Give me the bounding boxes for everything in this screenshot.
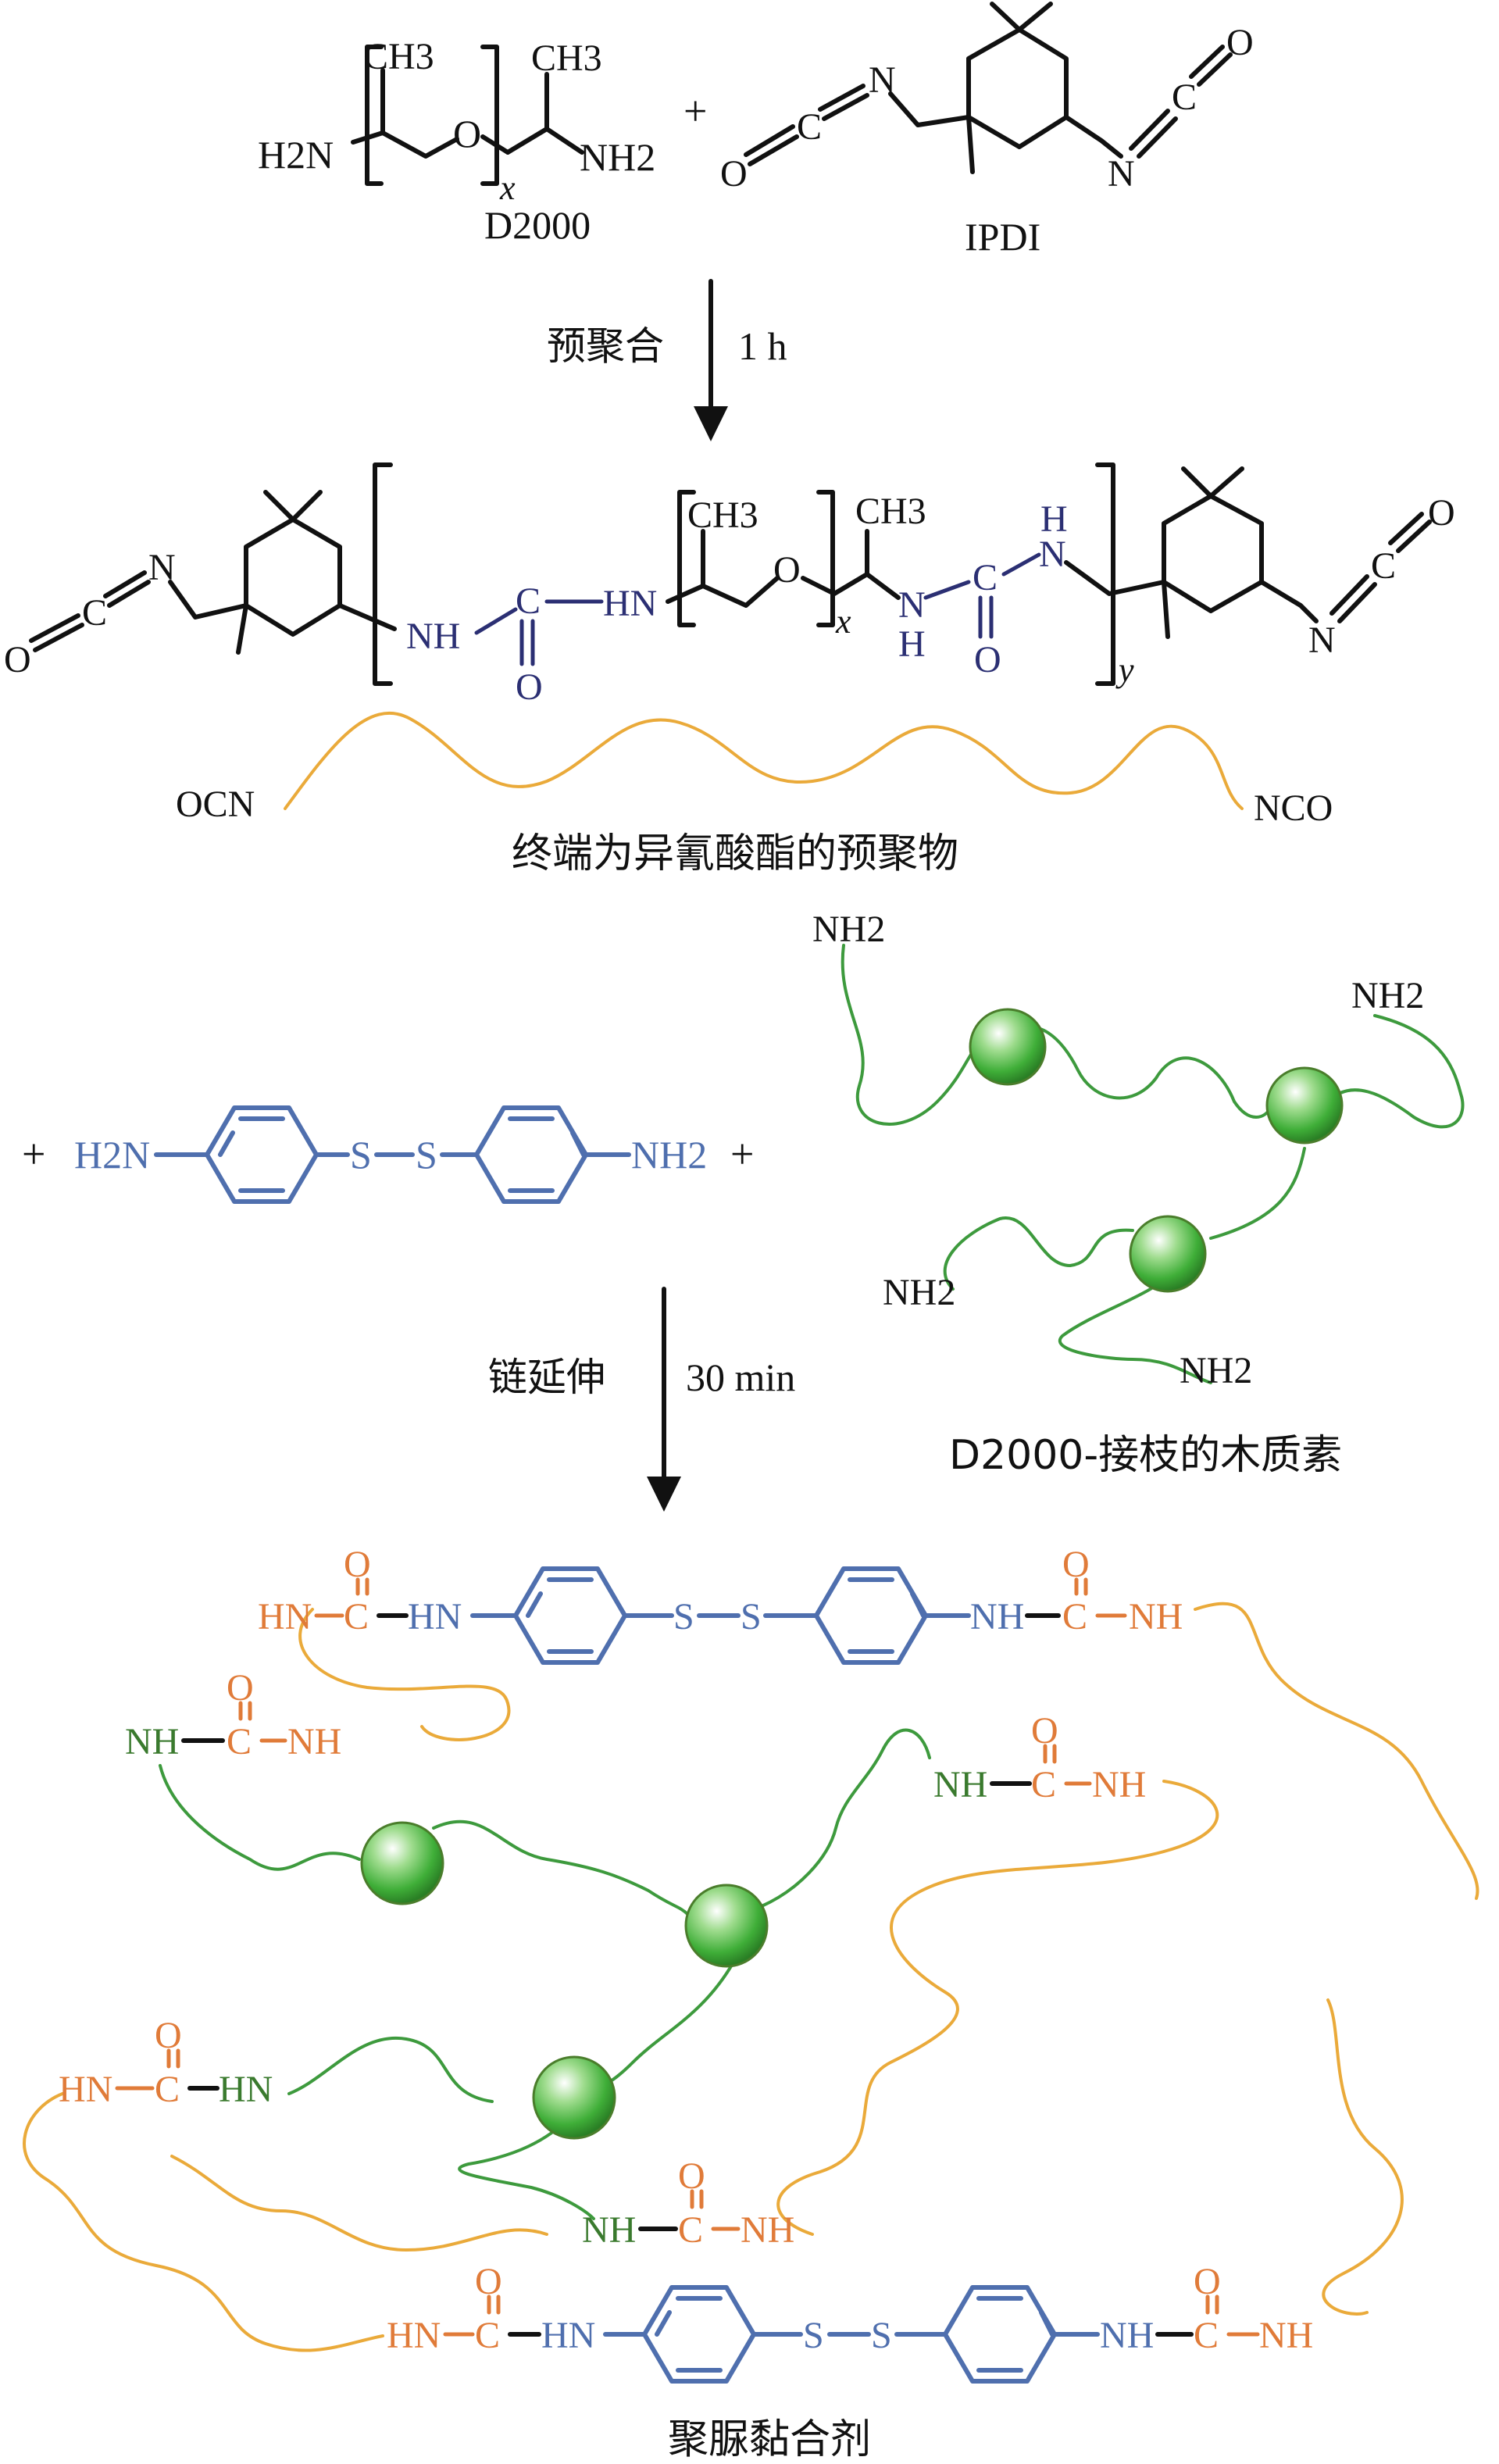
ocn-label: OCN [176, 784, 255, 825]
pp-c-2: C [973, 557, 998, 598]
pr-bot-nh-2: NH [1259, 2315, 1313, 2356]
ipdi-o-right: O [1226, 22, 1254, 63]
pp-c-left: C [82, 592, 107, 634]
ch3-label-1: CH3 [363, 36, 434, 77]
pr-u3-hn: HN [59, 2069, 112, 2110]
ad-s-1: S [350, 1133, 372, 1177]
prepolymer-cartoon: OCN NCO 终端为异氰酸酯的预聚物 [176, 712, 1333, 877]
pr-top-c-2: C [1062, 1596, 1087, 1637]
pr-top-nh-1: NH [970, 1596, 1024, 1637]
grafted-caption: D2000-接枝的木质素 [949, 1432, 1342, 1479]
h2n-label: H2N [258, 133, 334, 177]
pr-u3-o: O [155, 2015, 182, 2056]
gl-nh2-2: NH2 [1351, 975, 1424, 1016]
pr-bot-hn-2: HN [541, 2315, 595, 2356]
pr-u1-o: O [227, 1667, 254, 1709]
pr-bot-nh-1: NH [1100, 2315, 1154, 2356]
plus-sign-1: + [683, 87, 707, 134]
ad-h2n: H2N [74, 1133, 150, 1177]
aromatic-disulfide-diamine: H2N S S NH2 [74, 1105, 707, 1204]
gl-nh2-4: NH2 [1180, 1350, 1252, 1391]
pr-top-c-1: C [344, 1596, 369, 1637]
gl-nh2-1: NH2 [812, 909, 885, 950]
ipdi-structure: O C N N C O IPDI [720, 2, 1254, 259]
x-subscript-2: x [835, 602, 851, 641]
pr-bot-o-1: O [475, 2261, 502, 2302]
x-subscript-1: x [499, 169, 516, 207]
chain-extension-arrow: 链延伸 30 min [488, 1287, 795, 1512]
plus-sign-3: + [730, 1130, 754, 1177]
nh2-label-1: NH2 [580, 135, 655, 179]
pp-o-left: O [4, 639, 31, 680]
step2-time: 30 min [686, 1355, 795, 1399]
step1-time: 1 h [738, 324, 787, 368]
pp-h-2: H [898, 623, 926, 665]
pr-u2-c: C [1031, 1764, 1056, 1805]
pr-u1-nh2: NH [287, 1721, 341, 1762]
prepolymer-caption: 终端为异氰酸酯的预聚物 [512, 830, 958, 877]
pp-ch3-1: CH3 [687, 495, 758, 536]
product-caption: 聚脲黏合剂 [668, 2416, 871, 2463]
pr-top-hn-2: HN [408, 1596, 462, 1637]
polyurea-network: HN C O HN S S NH C O NH NH C O NH NH [23, 1544, 1479, 2463]
pr-u2-o: O [1031, 1710, 1058, 1752]
pp-o-1: O [516, 666, 543, 708]
pr-bot-hn-1: HN [387, 2315, 441, 2356]
ipdi-name: IPDI [965, 215, 1040, 259]
pp-nh-1: NH [406, 616, 460, 657]
pp-o-right: O [1428, 492, 1455, 534]
pr-top-s-2: S [741, 1596, 762, 1637]
pp-hn-1: HN [603, 583, 657, 624]
d2000-structure: H2N O CH3 x CH3 NH2 D2000 [258, 36, 655, 247]
pr-u3-c: C [155, 2069, 180, 2110]
pr-top-o-2: O [1062, 1544, 1090, 1585]
pp-h-3: H [1040, 498, 1068, 540]
y-subscript: y [1115, 651, 1134, 689]
pp-ch3-2: CH3 [855, 491, 926, 532]
pr-bot-c-2: C [1194, 2315, 1219, 2356]
ad-nh2: NH2 [631, 1133, 707, 1177]
plus-sign-2: + [22, 1130, 45, 1177]
pr-u1-nh: NH [125, 1721, 179, 1762]
pr-u4-c: C [678, 2209, 703, 2251]
pp-n-3: N [1039, 534, 1066, 575]
pp-n-2: N [898, 584, 926, 626]
pr-bot-s-1: S [803, 2315, 824, 2356]
pr-u4-nh: NH [582, 2209, 636, 2251]
pr-u2-nh: NH [933, 1764, 987, 1805]
d2000-name: D2000 [484, 203, 591, 247]
ch3-label-2: CH3 [531, 37, 602, 79]
pr-u4-nh2: NH [741, 2209, 794, 2251]
pr-top-hn-1: HN [258, 1596, 312, 1637]
prepolymer-structure: O C N y NH C O HN x CH3 O CH3 N H [4, 462, 1455, 708]
step2-label: 链延伸 [488, 1355, 605, 1400]
pr-top-nh-2: NH [1129, 1596, 1183, 1637]
pr-bot-o-2: O [1194, 2261, 1221, 2302]
pp-c-right: C [1371, 545, 1396, 587]
ipdi-c-left: C [797, 106, 822, 148]
ad-s-2: S [416, 1133, 437, 1177]
pr-u3-hn2: HN [219, 2069, 273, 2110]
step1-label: 预聚合 [547, 323, 664, 369]
pr-top-o-1: O [344, 1544, 371, 1585]
pr-u1-c: C [227, 1721, 252, 1762]
pp-n-right: N [1308, 620, 1336, 661]
pr-bot-c-1: C [475, 2315, 500, 2356]
prepolymerization-arrow: 预聚合 1 h [547, 279, 787, 441]
grafted-lignin-cartoon: NH2 NH2 NH2 NH2 D2000-接枝的木质素 [812, 909, 1465, 1479]
nco-label: NCO [1254, 787, 1333, 829]
ipdi-c-right: C [1172, 77, 1197, 118]
ether-o-label: O [453, 112, 481, 155]
ipdi-n-right: N [1108, 153, 1135, 195]
pr-bot-s-2: S [871, 2315, 892, 2356]
pr-top-s-1: S [673, 1596, 694, 1637]
gl-nh2-3: NH2 [883, 1272, 955, 1313]
pp-o-2: O [974, 639, 1001, 680]
pp-ether-o: O [773, 549, 801, 591]
ipdi-o-left: O [720, 153, 748, 195]
pr-u2-nh2: NH [1092, 1764, 1146, 1805]
pp-c-1: C [516, 580, 541, 622]
pr-u4-o: O [678, 2155, 705, 2197]
